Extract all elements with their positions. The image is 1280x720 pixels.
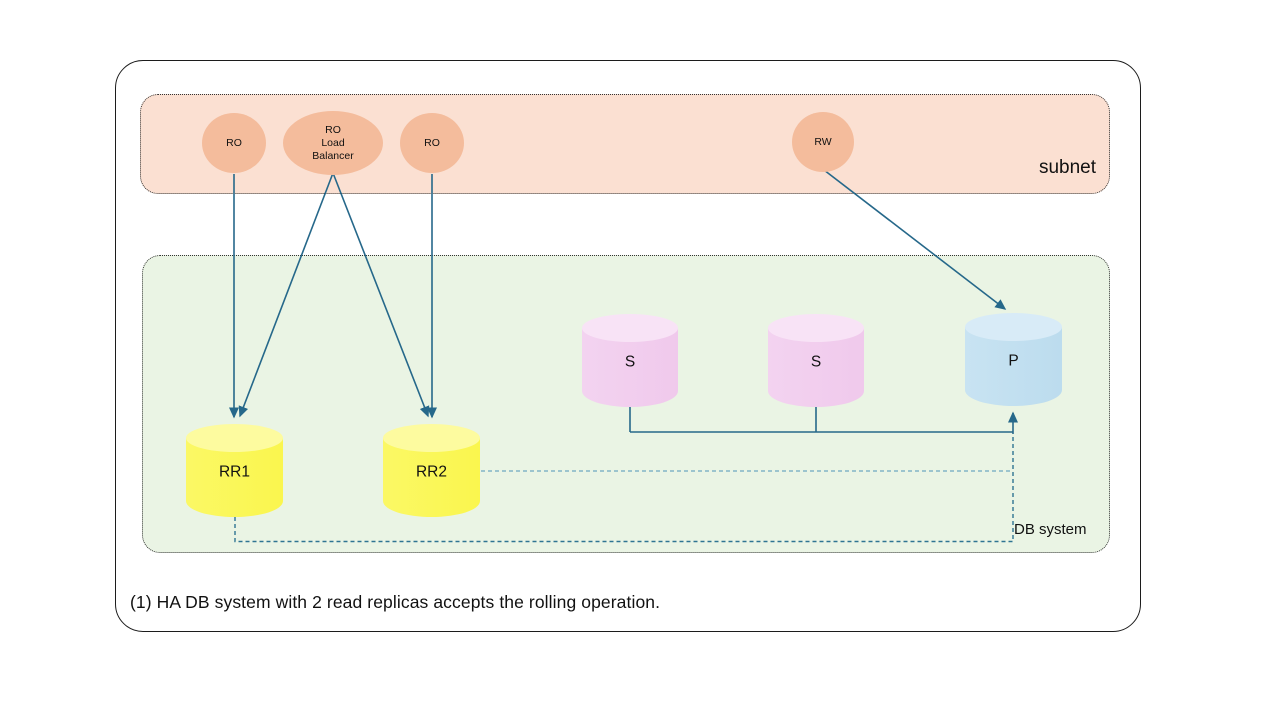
node-ro-1: RO <box>202 113 266 173</box>
cylinder-standby-1: S <box>582 314 678 407</box>
node-ro-1-label: RO <box>226 136 242 149</box>
cylinder-standby-2-top <box>768 314 864 342</box>
subnet-zone-label: subnet <box>1038 157 1096 178</box>
cylinder-primary: P <box>965 313 1062 406</box>
cylinder-primary-top <box>965 313 1062 341</box>
db-system-zone-label: DB system <box>1014 521 1087 538</box>
cylinder-rr2-top <box>383 424 480 452</box>
cylinder-standby-2: S <box>768 314 864 407</box>
cylinder-standby-1-label: S <box>624 352 636 370</box>
cylinder-rr1-label: RR1 <box>218 462 250 480</box>
cylinder-standby-1-top <box>582 314 678 342</box>
cylinder-rr2-label: RR2 <box>415 462 447 480</box>
node-ro-load-balancer: RO Load Balancer <box>283 111 383 175</box>
node-lb-label-line1: RO <box>325 123 341 136</box>
node-rw: RW <box>792 112 854 172</box>
cylinder-standby-2-label: S <box>810 352 822 370</box>
node-ro-2-label: RO <box>424 136 440 149</box>
cylinder-primary-label: P <box>1008 351 1019 369</box>
node-lb-label-line2: Load <box>321 136 345 149</box>
node-rw-label: RW <box>814 135 832 148</box>
node-lb-label-line3: Balancer <box>312 149 354 162</box>
cylinder-rr1: RR1 <box>186 424 283 517</box>
cylinder-rr1-top <box>186 424 283 452</box>
cylinder-rr2: RR2 <box>383 424 480 517</box>
diagram-caption: (1) HA DB system with 2 read replicas ac… <box>130 592 661 612</box>
node-ro-2: RO <box>400 113 464 173</box>
